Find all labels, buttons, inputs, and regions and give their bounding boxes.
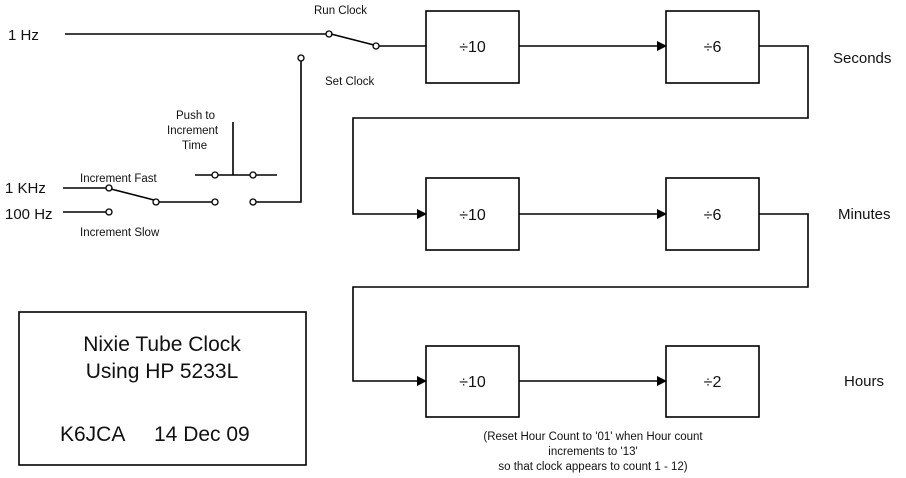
- hours-div2-label: ÷2: [704, 374, 722, 391]
- set-clock-terminal: [297, 54, 305, 62]
- slow-terminal: [105, 208, 113, 216]
- input-1khz-label: 1 KHz: [5, 180, 46, 197]
- push-bar-terminal-left: [211, 171, 219, 179]
- title-line1: Nixie Tube Clock: [83, 333, 241, 356]
- fast-terminal: [105, 184, 113, 192]
- wire-set-clock: [256, 61, 302, 203]
- hours-output-label: Hours: [844, 373, 884, 390]
- increment-slow-label: Increment Slow: [80, 227, 160, 239]
- title-date: 14 Dec 09: [154, 423, 250, 446]
- seconds-output-label: Seconds: [833, 50, 891, 67]
- hours-div10-label: ÷10: [459, 374, 486, 391]
- reset-note-line2: increments to '13': [548, 446, 637, 458]
- fast-slow-switch-blade: [110, 188, 155, 201]
- wire-minutes-to-hours: [352, 213, 809, 386]
- minutes-div6-label: ÷6: [704, 207, 722, 224]
- input-1hz-label: 1 Hz: [8, 27, 39, 44]
- input-100hz-label: 100 Hz: [5, 206, 53, 223]
- push-line2: Increment: [167, 125, 219, 137]
- title-line2: Using HP 5233L: [86, 360, 239, 383]
- seconds-div6-label: ÷6: [704, 39, 722, 56]
- wire-seconds-to-minutes: [352, 45, 809, 219]
- run-clock-label: Run Clock: [314, 5, 367, 17]
- seconds-div10-box: [425, 10, 520, 84]
- minutes-div10-box: [425, 177, 520, 251]
- fast-slow-common-terminal: [152, 198, 160, 206]
- minutes-output-label: Minutes: [838, 206, 891, 223]
- seconds-div10-label: ÷10: [459, 39, 486, 56]
- reset-note-line3: so that clock appears to count 1 - 12): [498, 461, 687, 473]
- title-box: [18, 311, 307, 466]
- run-set-switch-blade: [330, 33, 375, 46]
- title-callsign: K6JCA: [60, 423, 125, 446]
- push-contact-left: [211, 198, 219, 206]
- set-clock-label: Set Clock: [325, 76, 374, 88]
- selector-common-terminal: [372, 42, 380, 50]
- minutes-div10-label: ÷10: [459, 207, 486, 224]
- seconds-div6-box: [665, 10, 760, 84]
- push-contact-right: [249, 198, 257, 206]
- reset-note-line1: (Reset Hour Count to '01' when Hour coun…: [483, 431, 703, 443]
- push-line1: Push to: [176, 110, 215, 122]
- push-bar-terminal-right: [249, 171, 257, 179]
- minutes-div6-box: [665, 177, 760, 251]
- hours-div2-box: [665, 345, 760, 418]
- push-line3: Time: [182, 140, 207, 152]
- increment-fast-label: Increment Fast: [80, 173, 157, 185]
